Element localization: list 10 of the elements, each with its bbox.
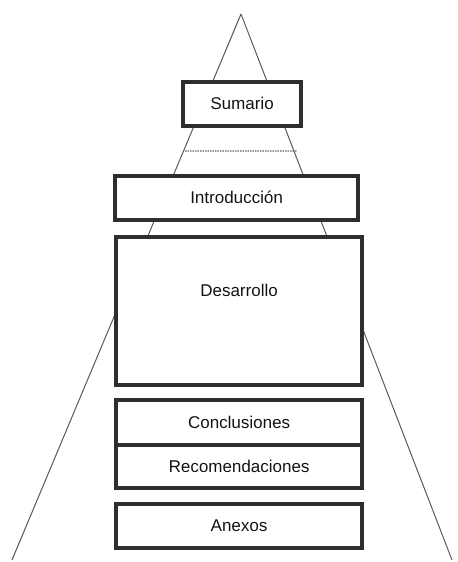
section-title: Recomendaciones	[168, 456, 310, 476]
section-title: Desarrollo	[200, 281, 278, 301]
section-title: Conclusiones	[188, 412, 290, 432]
section-title: Introducción	[190, 188, 283, 208]
section-box	[114, 502, 364, 550]
section-box	[113, 174, 360, 222]
section-box	[181, 80, 303, 128]
section-title: Sumario	[210, 94, 274, 114]
section-title: Anexos	[210, 516, 268, 536]
section-box	[114, 235, 364, 387]
